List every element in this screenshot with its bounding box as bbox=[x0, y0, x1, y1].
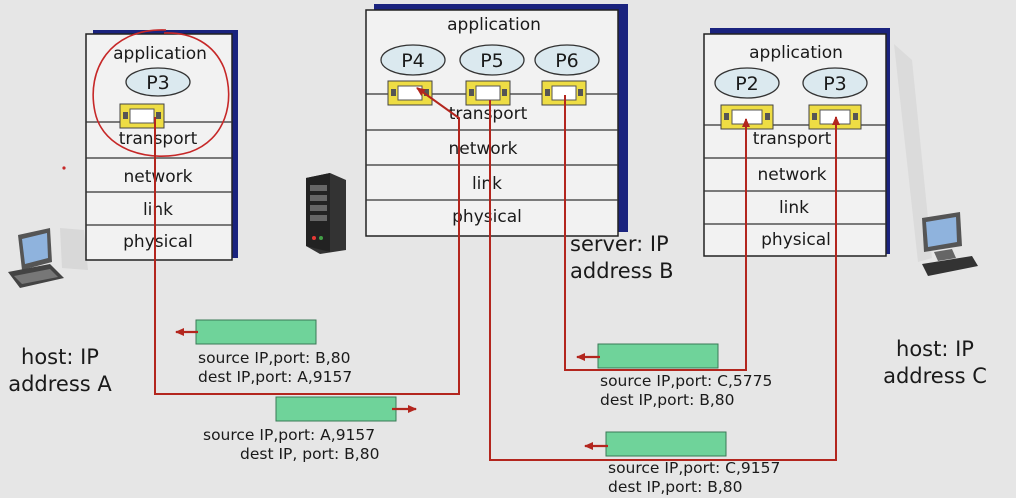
path-p6-c-p2 bbox=[564, 95, 750, 371]
layer-network: network bbox=[123, 167, 192, 187]
segment-c9157-to-b: source IP,port: C,9157 dest IP,port: B,8… bbox=[584, 431, 780, 496]
host-a: application P3 transport network link ph… bbox=[8, 29, 238, 396]
layer-physical: physical bbox=[123, 232, 193, 252]
layer-transport: transport bbox=[449, 104, 528, 124]
segment-box bbox=[605, 431, 727, 457]
layer-application: application bbox=[113, 44, 207, 64]
segment-source: source IP,port: C,5775 bbox=[600, 372, 772, 390]
path-p5-c-p3 bbox=[489, 100, 840, 461]
server-label-line1: server: IP bbox=[570, 232, 669, 256]
server-icon bbox=[306, 173, 346, 254]
host-c-label-line2: address C bbox=[883, 364, 987, 388]
segment-source: source IP,port: A,9157 bbox=[203, 426, 375, 444]
segment-box bbox=[195, 319, 317, 345]
host-a-label-line1: host: IP bbox=[21, 345, 99, 369]
layer-link: link bbox=[143, 200, 173, 220]
host-a-label-line2: address A bbox=[8, 372, 112, 396]
process-label: P2 bbox=[735, 73, 759, 95]
layer-physical: physical bbox=[452, 207, 522, 227]
process-label: P3 bbox=[146, 72, 170, 94]
process-oval bbox=[459, 44, 525, 76]
segment-dest: dest IP,port: A,9157 bbox=[198, 368, 352, 386]
layer-link: link bbox=[779, 198, 809, 218]
host-c-label-line1: host: IP bbox=[896, 337, 974, 361]
layer-application: application bbox=[749, 43, 843, 63]
path-a-p4 bbox=[154, 87, 460, 395]
segment-b-to-a: source IP,port: B,80 dest IP,port: A,915… bbox=[175, 319, 352, 386]
process-oval bbox=[714, 67, 780, 99]
connection-lines bbox=[154, 87, 840, 461]
layer-transport: transport bbox=[119, 129, 198, 149]
segment-a-to-b: source IP,port: A,9157 dest IP, port: B,… bbox=[203, 396, 417, 463]
process-oval bbox=[534, 44, 600, 76]
process-label: P5 bbox=[480, 50, 504, 72]
host-c: application P2 P3 transport network link… bbox=[703, 28, 987, 388]
segment-box bbox=[597, 343, 719, 369]
process-label: P6 bbox=[555, 50, 579, 72]
segment-dest: dest IP, port: B,80 bbox=[240, 445, 379, 463]
layer-application: application bbox=[447, 15, 541, 35]
layer-physical: physical bbox=[761, 230, 831, 250]
segment-dest: dest IP,port: B,80 bbox=[608, 478, 743, 496]
segment-box bbox=[275, 396, 397, 422]
desktop-computer-icon bbox=[894, 44, 978, 276]
annotation-circle bbox=[92, 29, 230, 157]
layer-network: network bbox=[448, 139, 517, 159]
segment-dest: dest IP,port: B,80 bbox=[600, 391, 735, 409]
annotation-dot bbox=[62, 166, 66, 170]
layer-transport: transport bbox=[753, 129, 832, 149]
server-label-line2: address B bbox=[570, 259, 674, 283]
socket-icon bbox=[465, 80, 511, 106]
socket-icon bbox=[119, 103, 165, 129]
segment-source: source IP,port: C,9157 bbox=[608, 459, 780, 477]
layer-link: link bbox=[472, 174, 502, 194]
segment-c5775-to-b: source IP,port: C,5775 dest IP,port: B,8… bbox=[576, 343, 772, 409]
process-label: P3 bbox=[823, 73, 847, 95]
process-label: P4 bbox=[401, 50, 425, 72]
process-oval bbox=[802, 67, 868, 99]
laptop-icon bbox=[8, 228, 88, 288]
segment-source: source IP,port: B,80 bbox=[198, 349, 350, 367]
server-b: application P4 P5 P6 transport network l… bbox=[306, 4, 674, 283]
layer-network: network bbox=[757, 165, 826, 185]
process-oval bbox=[125, 67, 191, 97]
socket-icon bbox=[541, 80, 587, 106]
process-oval bbox=[380, 44, 446, 76]
